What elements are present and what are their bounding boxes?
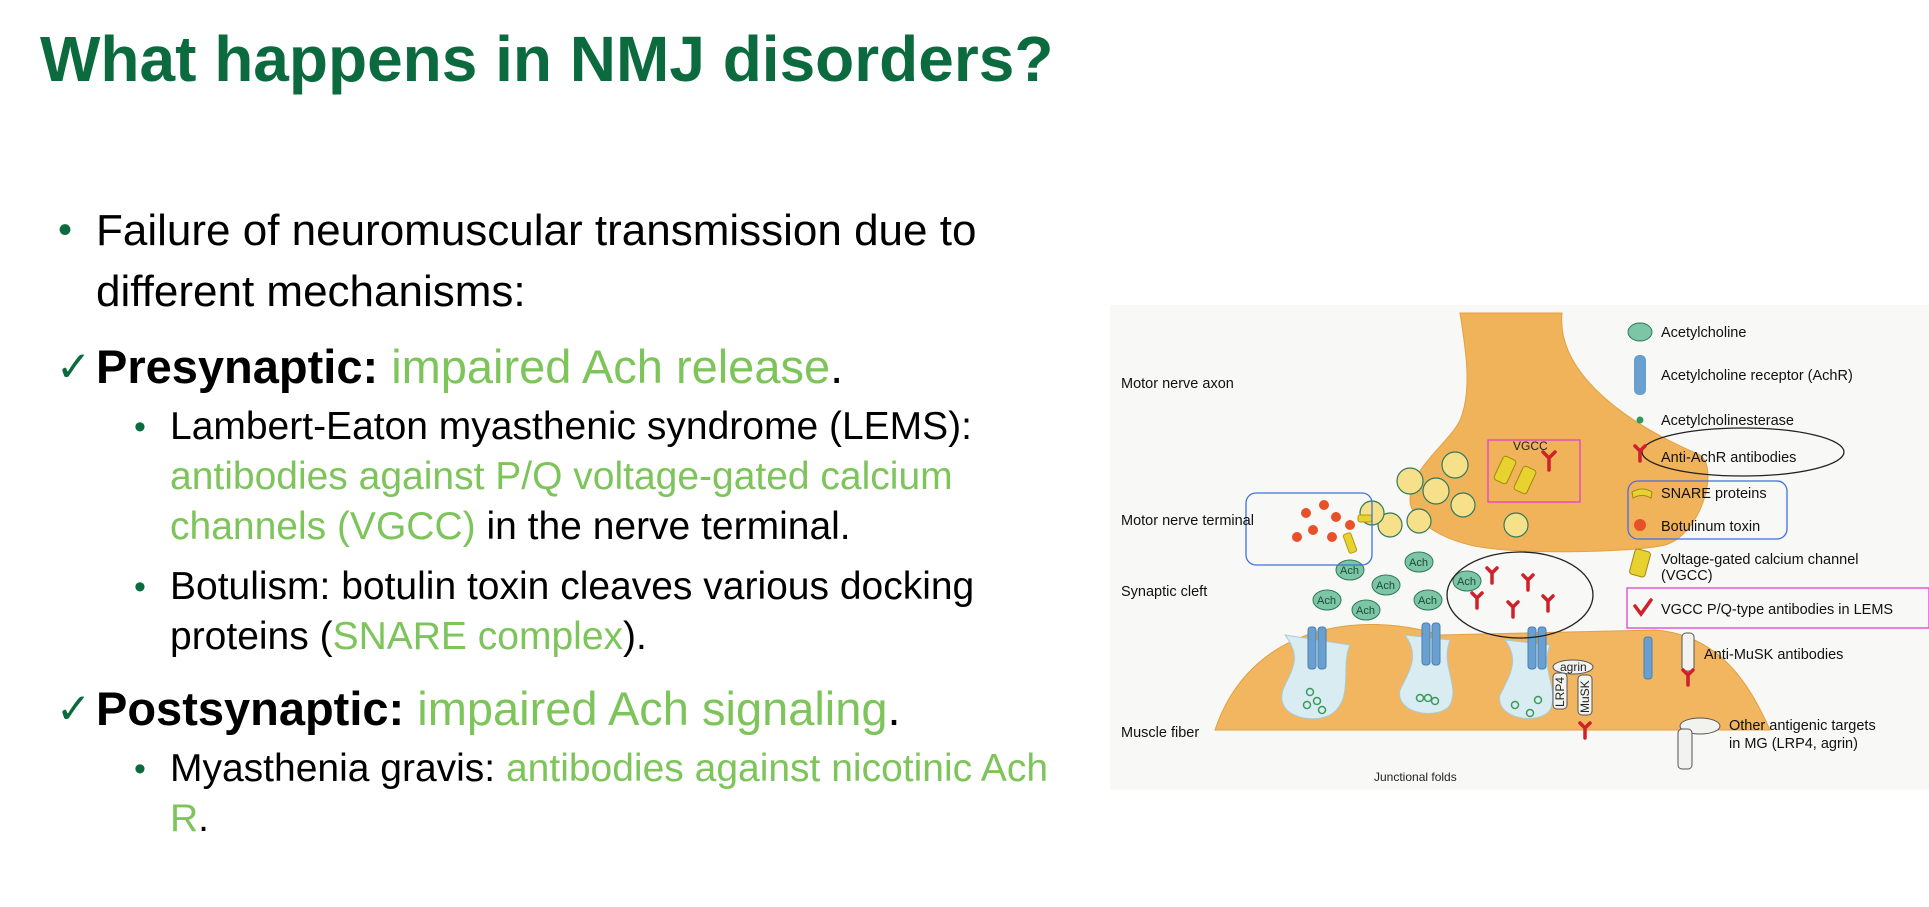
presynaptic-bullet: ✓ Presynaptic: impaired Ach release. bbox=[56, 336, 1066, 398]
legend-vgcc: Voltage-gated calcium channel bbox=[1661, 552, 1859, 568]
postsynaptic-detail: impaired Ach signaling bbox=[417, 682, 888, 735]
botulism-tail: ). bbox=[623, 615, 647, 658]
legend-achr: Acetylcholine receptor (AchR) bbox=[1661, 368, 1853, 384]
botulinum-toxin-icon bbox=[1634, 519, 1646, 531]
mg-bullet: • Myasthenia gravis: antibodies against … bbox=[56, 744, 1066, 844]
legend-other-antigens: Other antigenic targets bbox=[1729, 718, 1876, 734]
checkmark-icon: ✓ bbox=[56, 342, 92, 391]
svg-text:Ach: Ach bbox=[1457, 576, 1476, 588]
botulinum-toxin-cluster bbox=[1292, 500, 1355, 542]
botulism-highlight: SNARE complex bbox=[332, 615, 624, 658]
muscle-vesicles bbox=[1302, 687, 1543, 718]
botulism-bullet: • Botulism: botulin toxin cleaves variou… bbox=[56, 562, 1066, 662]
antibodies bbox=[1470, 450, 1592, 740]
botulism-lead: Botulism: botulin toxin cleaves various … bbox=[170, 565, 975, 658]
label-motor-nerve-axon: Motor nerve axon bbox=[1121, 376, 1234, 392]
bullet-content: • Failure of neuromuscular transmission … bbox=[56, 200, 1066, 854]
vgcc-highlight-box bbox=[1487, 439, 1581, 503]
label-junctional-folds: Junctional folds bbox=[1374, 770, 1457, 784]
legend-vgcc-antibody: VGCC P/Q-type antibodies in LEMS bbox=[1661, 602, 1893, 618]
label-motor-nerve-terminal: Motor nerve terminal bbox=[1121, 513, 1254, 529]
lems-bullet: • Lambert-Eaton myasthenic syndrome (LEM… bbox=[56, 402, 1066, 552]
postsynaptic-bullet: ✓ Postsynaptic: impaired Ach signaling. bbox=[56, 678, 1066, 740]
legend-blue-box bbox=[1627, 480, 1788, 540]
postsynaptic-period: . bbox=[887, 682, 901, 735]
mg-lead: Myasthenia gravis: bbox=[170, 747, 496, 790]
postsynaptic-heading: Postsynaptic: bbox=[96, 682, 405, 735]
svg-text:agrin: agrin bbox=[1560, 660, 1587, 674]
checkmark-icon: ✓ bbox=[56, 684, 92, 733]
svg-text:Ach: Ach bbox=[1317, 595, 1336, 607]
intro-bullet: • Failure of neuromuscular transmission … bbox=[56, 200, 1066, 322]
bullet-dot: • bbox=[134, 408, 146, 446]
snare-protein-icon bbox=[1631, 488, 1653, 499]
intro-text: Failure of neuromuscular transmission du… bbox=[96, 206, 977, 316]
snare-proteins bbox=[1342, 514, 1373, 554]
mg-tail: . bbox=[198, 797, 210, 840]
synaptic-vesicles bbox=[1359, 451, 1529, 538]
legend-vgcc-2: (VGCC) bbox=[1661, 568, 1713, 584]
svg-text:Ach: Ach bbox=[1418, 595, 1437, 607]
anti-musk-antibody-icon bbox=[1681, 632, 1695, 672]
lems-lead: Lambert-Eaton myasthenic syndrome (LEMS)… bbox=[170, 405, 972, 448]
legend-anti-musk: Anti-MuSK antibodies bbox=[1704, 647, 1843, 663]
svg-text:Ach: Ach bbox=[1356, 605, 1375, 617]
mg-highlight: antibodies against nicotinic Ach R bbox=[170, 747, 1049, 840]
legend-other-antigens-2: in MG (LRP4, agrin) bbox=[1729, 736, 1858, 752]
agrin-lrp4-musk-complex: agrin LRP4 MuSK bbox=[1552, 659, 1594, 716]
svg-text:Ach: Ach bbox=[1376, 580, 1395, 592]
legend-magenta-box bbox=[1626, 587, 1929, 629]
svg-text:Ach: Ach bbox=[1340, 565, 1359, 577]
vgcc-antibody-icon bbox=[1633, 598, 1653, 617]
diagram-legend: Acetylcholine Acetylcholine receptor (Ac… bbox=[1626, 322, 1929, 770]
bullet-dot: • bbox=[58, 208, 73, 252]
legend-anti-achr: Anti-AchR antibodies bbox=[1661, 450, 1796, 466]
bullet-dot: • bbox=[134, 750, 146, 788]
legend-antiachr-ellipse bbox=[1641, 427, 1845, 477]
lems-highlight: antibodies against P/Q voltage-gated cal… bbox=[170, 455, 953, 548]
acetylcholinesterase-icon bbox=[1636, 416, 1644, 424]
acetylcholine-icon bbox=[1627, 322, 1653, 342]
anti-achr-antibody-icon bbox=[1633, 444, 1647, 463]
presynaptic-detail: impaired Ach release bbox=[391, 340, 831, 393]
presynaptic-heading: Presynaptic: bbox=[96, 340, 379, 393]
vgcc-label: VGCC bbox=[1513, 439, 1548, 453]
antibody-highlight-ellipse bbox=[1446, 551, 1594, 639]
slide-title: What happens in NMJ disorders? bbox=[40, 23, 1054, 95]
nmj-diagram-svg: Ach Ach Ach Ach Ach Ach Ach bbox=[1121, 312, 1929, 784]
lems-tail: in the nerve terminal. bbox=[486, 505, 851, 548]
nmj-diagram: Ach Ach Ach Ach Ach Ach Ach bbox=[1110, 305, 1929, 790]
legend-snare: SNARE proteins bbox=[1661, 486, 1767, 502]
snare-highlight-box bbox=[1245, 492, 1373, 566]
cleft-ach-molecules: Ach Ach Ach Ach Ach Ach Ach bbox=[1312, 551, 1482, 621]
presynaptic-period: . bbox=[830, 340, 844, 393]
svg-text:MuSK: MuSK bbox=[1578, 680, 1592, 713]
legend-acetylcholine: Acetylcholine bbox=[1661, 325, 1746, 341]
vgcc-channel-icon bbox=[1629, 548, 1651, 578]
bullet-dot: • bbox=[134, 568, 146, 606]
label-synaptic-cleft: Synaptic cleft bbox=[1121, 584, 1207, 600]
vgcc-channels bbox=[1493, 455, 1537, 495]
legend-botulinum: Botulinum toxin bbox=[1661, 519, 1760, 535]
achr-receptor-icon bbox=[1634, 355, 1646, 395]
svg-text:Ach: Ach bbox=[1409, 557, 1428, 569]
nerve-terminal-shape bbox=[1409, 312, 1709, 553]
label-muscle-fiber: Muscle fiber bbox=[1121, 725, 1199, 741]
legend-acetylcholinesterase: Acetylcholinesterase bbox=[1661, 413, 1794, 429]
svg-text:LRP4: LRP4 bbox=[1553, 677, 1567, 707]
